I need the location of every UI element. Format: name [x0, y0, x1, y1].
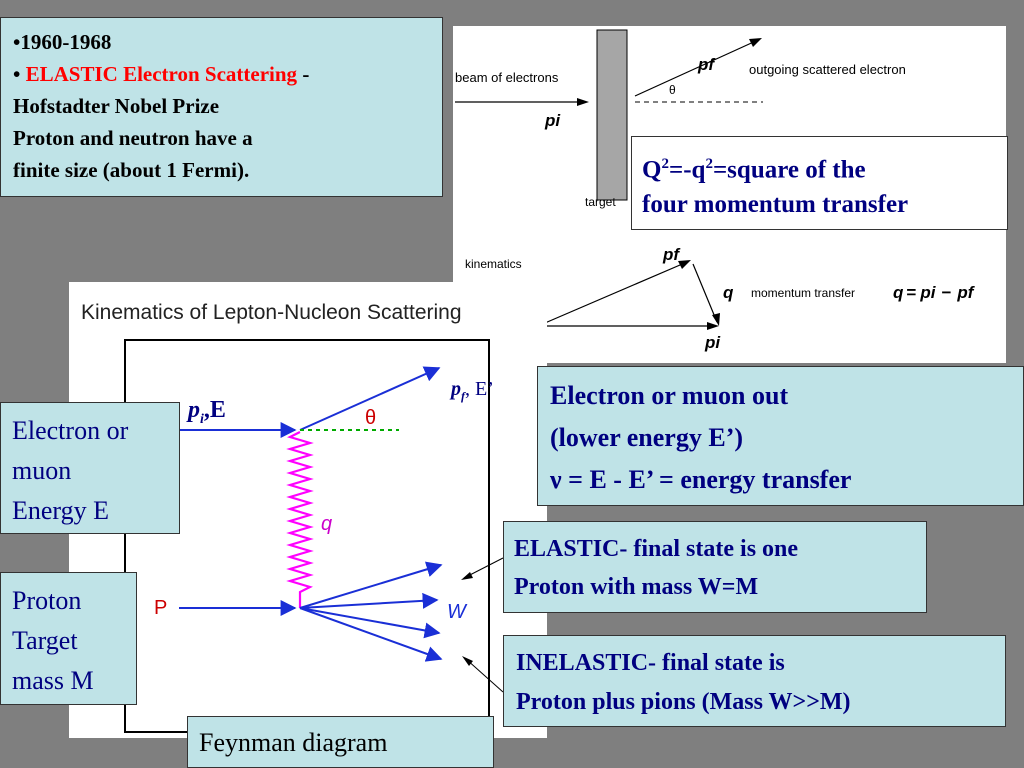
target-rect: [596, 29, 628, 201]
outgoing-pf-label: pf: [697, 55, 716, 74]
history-elastic-line: • ELASTIC Electron Scattering -: [13, 62, 310, 86]
beam-label: beam of electrons: [455, 70, 559, 85]
outgoing-arrowhead: [749, 38, 762, 47]
inelastic-pointer-arrow: [465, 658, 504, 693]
outgoing-electron-line: [299, 366, 441, 431]
inelastic-pointer-head: [462, 656, 473, 666]
electron-in-box: Electron or muon Energy E: [0, 402, 180, 534]
feynman-title: Kinematics of Lepton-Nucleon Scattering: [81, 301, 462, 324]
top-theta-label: θ: [669, 83, 676, 97]
final-state-line-1: [299, 561, 443, 609]
q2-line-2: four momentum transfer: [642, 191, 909, 219]
outgoing-label: outgoing scattered electron: [749, 62, 906, 77]
q2-definition-box: Q2=-q2=square of the four momentum trans…: [631, 136, 1008, 230]
kin-q-label: q: [723, 283, 734, 302]
kin-pf-arrowhead: [678, 260, 691, 269]
kin-pf-arrow: [537, 261, 688, 327]
incoming-momentum-label: pi,E: [188, 397, 226, 427]
feynman-p: P: [154, 597, 167, 619]
outgoing-arrow: [634, 39, 759, 97]
proton-target-box: Proton Target mass M: [0, 572, 137, 705]
kin-q-arrow: [692, 263, 718, 323]
virtual-photon-wiggle: [286, 431, 314, 608]
kin-q-arrowhead: [712, 313, 720, 326]
feynman-caption: Feynman diagram: [187, 716, 494, 768]
elastic-scattering-title: ELASTIC Electron Scattering: [25, 62, 298, 86]
top-diagram-svg: beam of electrons pi target pf θ outgoin…: [455, 29, 976, 352]
momentum-transfer-label: momentum transfer: [751, 286, 855, 300]
kin-pi-label: pi: [704, 333, 721, 352]
momentum-transfer-equation: q=pi−pf: [893, 283, 976, 302]
final-state-line-4: [299, 607, 443, 662]
elastic-pointer-head: [461, 572, 473, 580]
beam-arrowhead: [577, 98, 589, 106]
history-prize: Hofstadter Nobel Prize: [13, 94, 220, 118]
beam-pi-label: pi: [544, 111, 561, 130]
target-label: target: [585, 195, 616, 209]
outgoing-momentum-label: pf, E’: [451, 378, 494, 403]
history-line-3: Proton and neutron have a: [13, 126, 253, 150]
final-state-line-2: [299, 592, 439, 609]
history-years: •1960-1968: [13, 30, 112, 54]
feynman-theta: θ: [365, 407, 376, 429]
history-line-4: finite size (about 1 Fermi).: [13, 158, 250, 182]
inelastic-box: INELASTIC- final state is Proton plus pi…: [503, 635, 1006, 727]
q2-line-1: Q2=-q2=square of the: [642, 156, 866, 184]
feynman-w: W: [447, 601, 468, 623]
history-box: •1960-1968 • ELASTIC Electron Scattering…: [0, 17, 443, 197]
kin-pf-label: pf: [662, 245, 681, 264]
elastic-box: ELASTIC- final state is one Proton with …: [503, 521, 927, 613]
final-state-line-3: [299, 607, 441, 639]
feynman-frame: [124, 339, 490, 733]
feynman-q: q: [321, 513, 332, 535]
electron-out-box: Electron or muon out (lower energy E’) ν…: [537, 366, 1024, 506]
kinematics-label: kinematics: [465, 257, 522, 271]
kin-pi-arrowhead: [707, 322, 719, 330]
